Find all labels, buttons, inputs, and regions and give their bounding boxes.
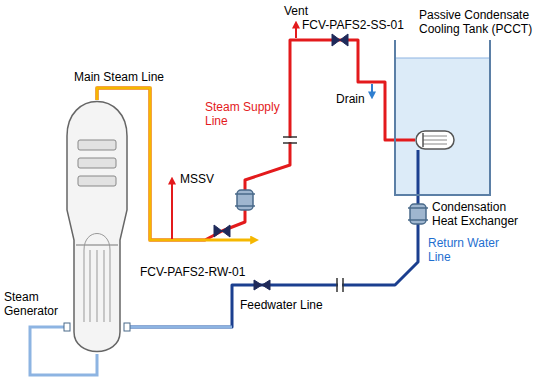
isolation-valve [214,225,230,237]
exchanger-tube [423,140,447,141]
exchanger-tube [423,144,447,145]
pipe-break-gap [286,138,294,142]
pipe-break-mark [283,136,297,138]
generator-label: Steam Generator [4,290,62,318]
orifice-plate [342,278,344,292]
drain-label: Drain [336,92,365,106]
drain-arrow [371,84,373,93]
check-valve [237,190,253,210]
tank-wall [395,40,490,195]
pipe-break-mark [283,142,297,144]
line-label: Steam Supply Line [205,100,285,128]
feedwater-nozzle [124,323,130,331]
generator-tube-bend [84,234,110,251]
generator-shell [67,102,127,352]
orifice-plate [336,278,338,292]
generator-plate [76,245,118,246]
valve-tag: MSSV [180,172,214,186]
flow-control-valve [332,34,348,46]
line-label: Feedwater Line [240,298,323,312]
cooling-tank-outline [395,40,490,195]
orifice-gap [338,282,342,288]
steam-separator [78,140,116,150]
water-surface [396,58,489,59]
valve-tag: FCV-PAFS2-SS-01 [302,18,404,32]
check-valve-flange [235,205,255,207]
line-label: Main Steam Line [74,70,164,84]
tank-heading: Passive Condensate Cooling Tank (PCCT) [419,8,540,36]
steam-generator-outline [64,100,130,355]
generator-tube [97,250,98,322]
exchanger-label: Condensation Heat Exchanger [432,200,532,228]
heat-exchanger-outline [415,130,455,150]
cooling-tank: Passive Condensate Cooling Tank (PCCT)Co… [395,40,490,195]
vent-label: Vent [282,4,310,18]
flow-control-valve [254,280,270,290]
mssv-vent-arrow [171,183,173,239]
generator-tube [110,250,111,322]
steam-separator [78,176,116,186]
feedwater-line [130,326,232,329]
exchanger-header [422,133,424,147]
steam-generator: Steam Generator [64,100,130,355]
tank-water [396,58,489,194]
check-valve-flange [408,207,428,209]
heat-exchanger: Condensation Heat Exchanger [415,130,455,150]
feedwater-nozzle [64,323,70,331]
line-label: Return Water Line [428,236,508,264]
exchanger-tube [423,136,447,137]
check-valve-flange [235,193,255,195]
check-valve [410,204,426,224]
steam-separator [78,158,116,168]
generator-tube [90,250,91,322]
valve-tag: FCV-PAFS2-RW-01 [140,265,245,279]
exchanger-body [416,131,454,149]
vent-arrow [295,27,297,38]
generator-tube [84,250,85,322]
check-valve-flange [408,219,428,221]
generator-tube [104,250,105,322]
